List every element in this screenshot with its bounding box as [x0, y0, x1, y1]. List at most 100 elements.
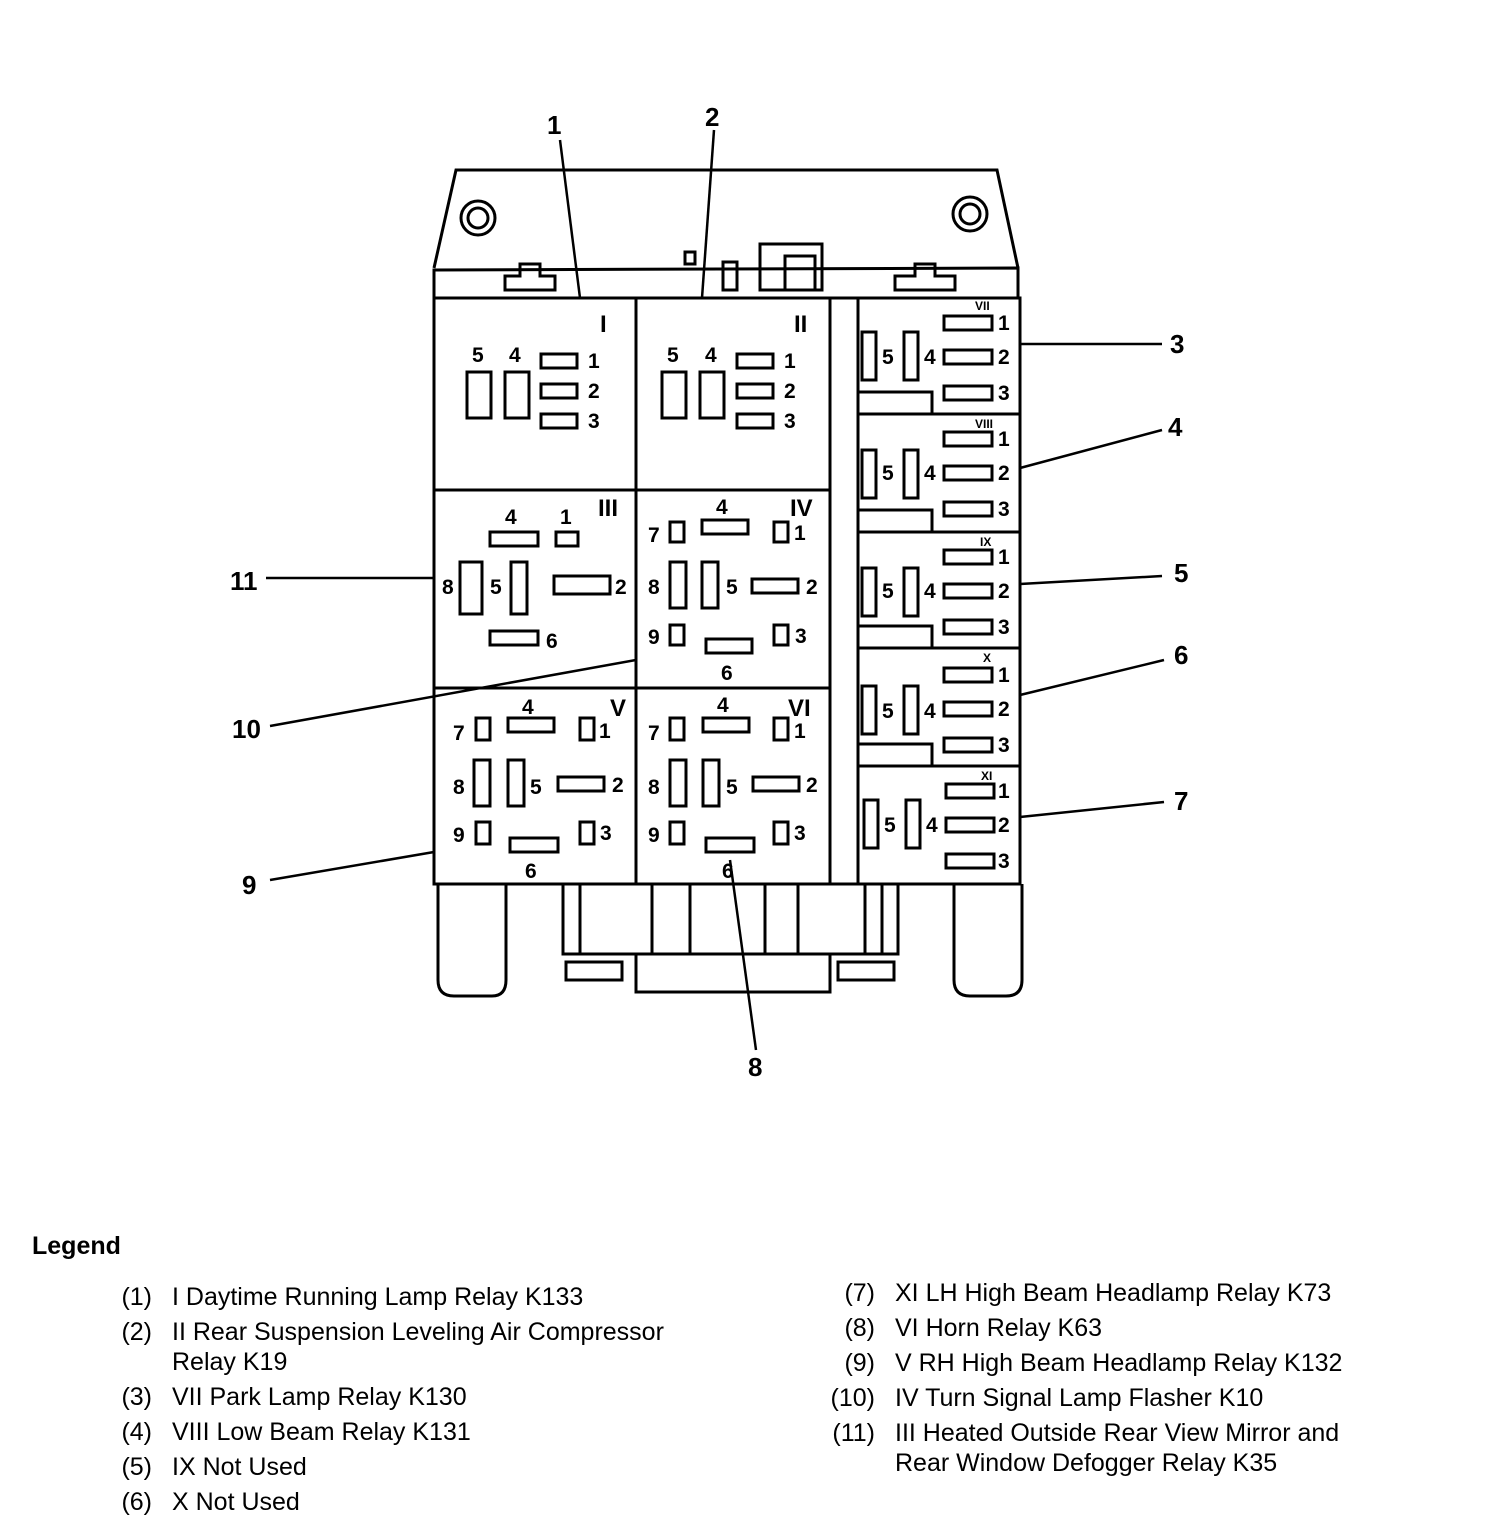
top-connector: [758, 242, 824, 292]
pin-label: 2: [998, 346, 1010, 369]
pin-slot: [506, 716, 556, 734]
relay-xi-label: XI: [981, 769, 992, 783]
legend-item-line: Relay K19: [172, 1348, 288, 1376]
pin-label: 3: [998, 382, 1010, 405]
pin-slot: [942, 500, 994, 518]
pin-label: 3: [998, 616, 1010, 639]
pin-slot: [539, 382, 579, 400]
housing-top-edge: [432, 266, 1020, 298]
pin-slot: [735, 352, 775, 370]
pin-slot: [506, 758, 526, 808]
latch-tab-right: [893, 262, 957, 292]
bottom-connector-frame: [561, 882, 900, 956]
pin-label: 5: [490, 576, 502, 599]
pin-label: 1: [998, 780, 1010, 803]
legend-item-text: IV Turn Signal Lamp Flasher K10: [895, 1384, 1264, 1412]
leg-right: [952, 884, 1024, 998]
relay-viii-label: VIII: [975, 417, 993, 431]
pin-slot: [735, 382, 775, 400]
pin-slot: [660, 370, 688, 420]
pin-label: 5: [882, 580, 894, 603]
divider-tab: [856, 624, 934, 650]
pin-label: 3: [784, 410, 796, 433]
pin-slot: [554, 530, 580, 548]
pin-label: 3: [998, 850, 1010, 873]
pin-slot: [942, 430, 994, 448]
pin-slot: [942, 464, 994, 482]
leg-left: [436, 884, 508, 998]
pin-label: 3: [794, 822, 806, 845]
pin-label: 1: [998, 428, 1010, 451]
pin-label: 7: [453, 722, 465, 745]
pin-label: 1: [560, 506, 572, 529]
relay-i: I 5 4 1 2 3: [465, 311, 607, 433]
pin-label: 5: [726, 776, 738, 799]
pin-label: 5: [726, 576, 738, 599]
pin-label: 4: [924, 580, 936, 603]
pin-label: 2: [612, 774, 624, 797]
relay-v-label: V: [610, 695, 626, 722]
pin-label: 5: [884, 814, 896, 837]
pin-slot: [942, 582, 994, 600]
pin-label: 5: [530, 776, 542, 799]
pin-label: 4: [926, 814, 938, 837]
legend-item: (6) X Not Used: [94, 1487, 774, 1517]
pin-slot: [668, 520, 686, 544]
pin-label: 6: [722, 860, 734, 883]
legend-item-line: III Heated Outside Rear View Mirror and: [895, 1419, 1340, 1447]
pin-label: 1: [998, 546, 1010, 569]
pin-label: 1: [998, 312, 1010, 335]
pin-label: 4: [705, 344, 717, 367]
pin-slot: [700, 560, 720, 610]
relay-ix: IX 5 4 1 2 3: [856, 535, 1010, 650]
pin-label: 2: [806, 576, 818, 599]
pin-label: 1: [794, 720, 806, 743]
legend-item-number: (6): [121, 1488, 152, 1516]
pin-label: 4: [505, 506, 517, 529]
pin-slot: [488, 530, 540, 548]
pin-slot: [700, 518, 750, 536]
legend-item: (10) IV Turn Signal Lamp Flasher K10: [817, 1383, 1497, 1413]
pin-label: 4: [509, 344, 521, 367]
pin-slot: [902, 330, 920, 382]
legend-item-text: I Daytime Running Lamp Relay K133: [172, 1283, 584, 1311]
legend-item: (8)VI Horn Relay K63: [817, 1313, 1497, 1343]
pin-slot: [860, 448, 878, 500]
callout-7: 7: [1174, 786, 1188, 816]
divider-tab: [856, 508, 934, 534]
legend-item-number: (3): [121, 1383, 152, 1411]
top-stub: [721, 260, 739, 292]
relay-iii-label: III: [598, 495, 618, 522]
pin-label: 1: [794, 522, 806, 545]
relay-x: X 5 4 1 2 3: [856, 651, 1010, 768]
legend-item-text: X Not Used: [172, 1488, 300, 1516]
pin-slot: [556, 775, 606, 793]
pin-slot: [509, 560, 529, 616]
pin-slot: [902, 684, 920, 736]
callout-3: 3: [1170, 329, 1184, 359]
pin-slot: [942, 666, 994, 684]
legend-item-text: VI Horn Relay K63: [895, 1314, 1103, 1342]
callout-2: 2: [705, 102, 719, 132]
leader-7: [1019, 800, 1165, 819]
pin-label: 7: [648, 524, 660, 547]
legend-item: (4)VIII Low Beam Relay K131: [94, 1417, 774, 1447]
relay-vii: VII 5 4 1 2 3: [856, 299, 1010, 416]
pin-label: 3: [600, 822, 612, 845]
pin-slot: [862, 798, 880, 850]
legend-item-number: (10): [830, 1384, 875, 1412]
relay-xi: XI 5 4 1 2 3: [862, 769, 1010, 873]
pin-slot: [750, 577, 800, 595]
pin-slot: [668, 820, 686, 846]
relay-ii-label: II: [794, 311, 807, 338]
pin-label: 4: [522, 696, 534, 719]
pin-slot: [944, 852, 996, 870]
callout-4: 4: [1168, 412, 1183, 442]
pin-label: 3: [795, 625, 807, 648]
legend: Legend (1)I Daytime Running Lamp Relay K…: [32, 1232, 1482, 1522]
pin-slot: [944, 782, 996, 800]
relay-v: V 4 7 1 8 5 2 9 3 6: [453, 695, 626, 883]
top-pin: [683, 250, 697, 266]
pin-slot: [458, 560, 484, 616]
divider-tab: [856, 742, 934, 768]
